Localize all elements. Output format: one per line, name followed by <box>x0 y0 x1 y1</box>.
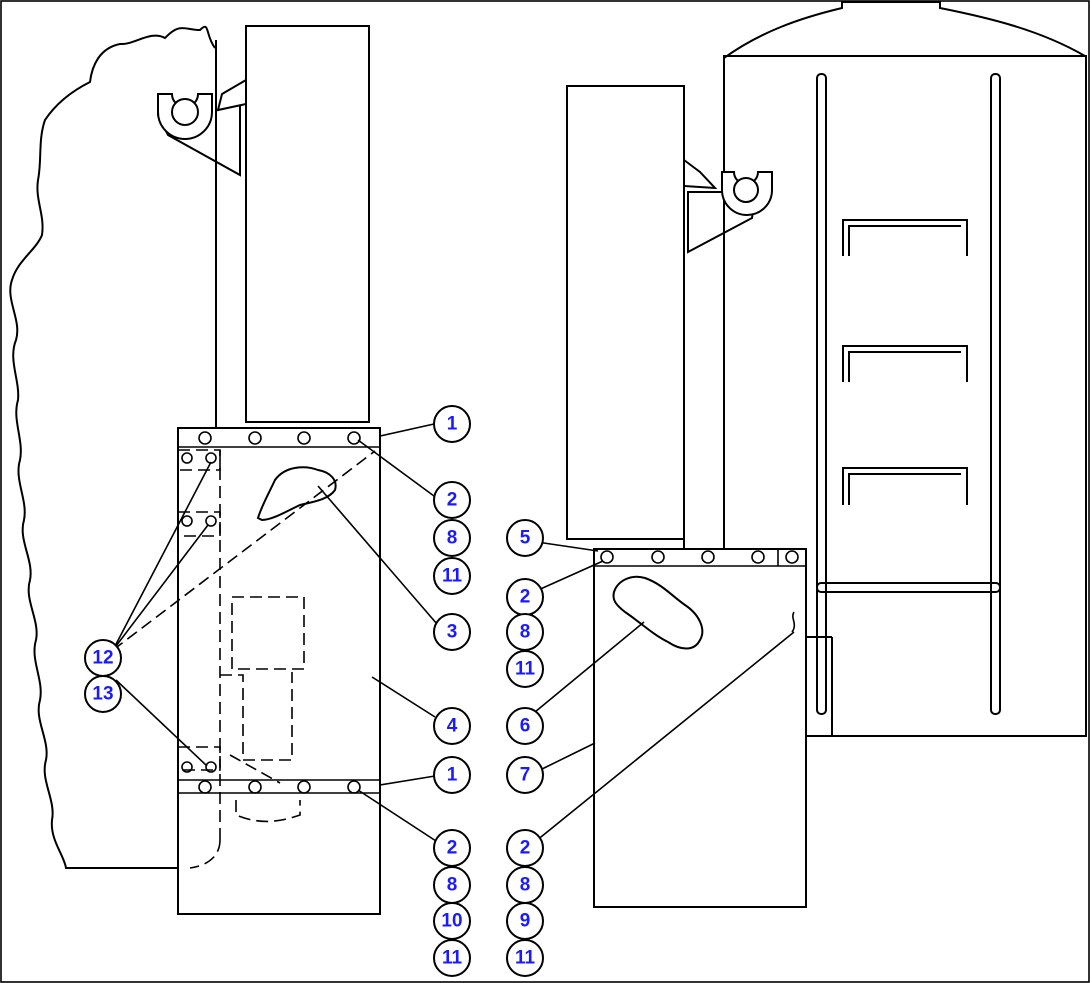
callout-5: 5 <box>506 519 544 557</box>
callout-1-bottom: 1 <box>433 756 471 794</box>
svg-text:7: 7 <box>520 765 531 786</box>
callout-2-low-right: 2 <box>506 829 544 867</box>
svg-text:1: 1 <box>447 765 458 786</box>
svg-text:11: 11 <box>515 948 536 969</box>
bracket-right <box>683 159 773 254</box>
svg-text:11: 11 <box>515 659 536 680</box>
svg-text:8: 8 <box>447 875 458 896</box>
svg-text:11: 11 <box>442 566 463 587</box>
svg-text:3: 3 <box>447 622 458 643</box>
upper-box-right <box>566 85 685 540</box>
panel-7 <box>593 548 807 908</box>
svg-text:6: 6 <box>520 716 531 737</box>
svg-text:13: 13 <box>92 684 113 705</box>
svg-text:4: 4 <box>447 716 458 737</box>
svg-text:2: 2 <box>520 838 531 859</box>
svg-text:8: 8 <box>520 622 531 643</box>
svg-text:10: 10 <box>441 911 462 932</box>
callout-4: 4 <box>433 707 471 745</box>
tank <box>723 1 1087 737</box>
callout-13: 13 <box>84 675 122 713</box>
callout-2-mid-right: 2 <box>506 578 544 616</box>
callout-11-low-right: 11 <box>506 939 544 977</box>
callout-8-bottom: 8 <box>433 866 471 904</box>
callout-11-bottom: 11 <box>433 939 471 977</box>
callout-3: 3 <box>433 613 471 651</box>
upper-box <box>245 25 370 423</box>
svg-text:12: 12 <box>92 648 113 669</box>
callout-10: 10 <box>433 902 471 940</box>
svg-text:8: 8 <box>447 528 458 549</box>
callout-8-low-right: 8 <box>506 866 544 904</box>
callout-2-bottom: 2 <box>433 829 471 867</box>
callout-9: 9 <box>506 902 544 940</box>
leader-lines <box>112 423 795 842</box>
callout-6: 6 <box>506 707 544 745</box>
panel-4 <box>177 427 381 915</box>
svg-text:8: 8 <box>520 875 531 896</box>
callout-1-top: 1 <box>433 405 471 443</box>
svg-text:2: 2 <box>447 838 458 859</box>
svg-text:1: 1 <box>447 414 458 435</box>
callout-11-mid-right: 11 <box>506 650 544 688</box>
callout-11-top: 11 <box>433 557 471 595</box>
break-line <box>9 25 216 869</box>
svg-text:5: 5 <box>520 528 531 549</box>
svg-text:2: 2 <box>447 490 458 511</box>
callout-2-top: 2 <box>433 481 471 519</box>
callout-8-top: 8 <box>433 519 471 557</box>
callout-12: 12 <box>84 639 122 677</box>
svg-text:11: 11 <box>442 948 463 969</box>
bracket-left <box>157 79 247 177</box>
svg-text:2: 2 <box>520 587 531 608</box>
callout-7: 7 <box>506 756 544 794</box>
callout-8-mid-right: 8 <box>506 613 544 651</box>
svg-text:9: 9 <box>520 911 531 932</box>
